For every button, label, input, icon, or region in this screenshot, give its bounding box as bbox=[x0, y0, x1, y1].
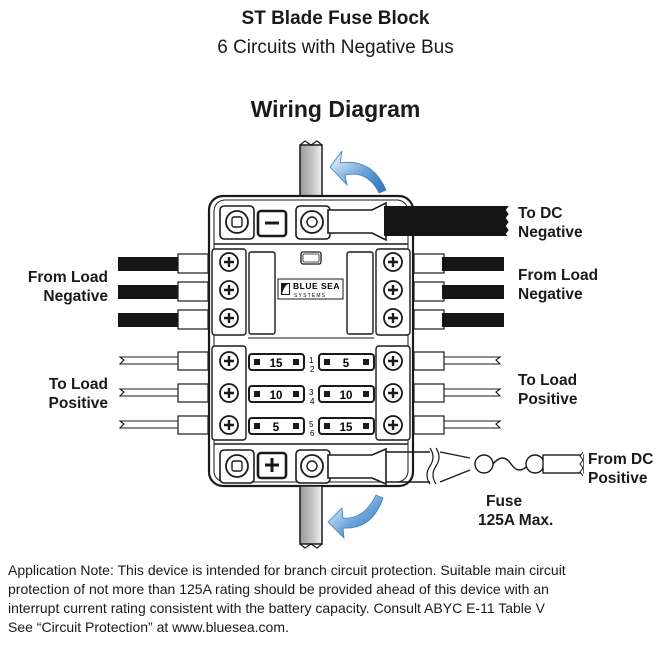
screw-icon bbox=[219, 415, 239, 435]
fuse-rating-4: 10 bbox=[340, 390, 353, 402]
bottom-rotate-arrow bbox=[327, 494, 384, 540]
page-title: ST Blade Fuse Block bbox=[241, 8, 430, 29]
note-line: Application Note: This device is intende… bbox=[8, 562, 566, 578]
negative-terminal-stud bbox=[219, 205, 331, 240]
inline-fuse-link bbox=[492, 457, 530, 471]
note-line: See “Circuit Protection” at www.bluesea.… bbox=[8, 619, 289, 635]
dc-negative-cable bbox=[327, 201, 512, 242]
label-to-load-positive-left: To Load Positive bbox=[48, 376, 108, 412]
blade-fuse-2: 5 2 bbox=[310, 353, 375, 374]
screw-icon bbox=[219, 280, 239, 300]
fuse-number-1: 1 bbox=[309, 356, 314, 365]
fuse-rating-6: 15 bbox=[340, 422, 353, 434]
positive-load-terminals bbox=[118, 345, 502, 441]
positive-terminal-stud bbox=[219, 449, 331, 484]
blade-fuse-3: 10 3 bbox=[248, 385, 314, 403]
screw-icon bbox=[383, 351, 403, 371]
screw-icon bbox=[219, 383, 239, 403]
fuse-number-5: 5 bbox=[309, 420, 314, 429]
top-supply-wire bbox=[299, 140, 323, 202]
fuse-number-6: 6 bbox=[310, 429, 315, 438]
top-rotate-arrow bbox=[329, 150, 387, 194]
screw-icon bbox=[383, 252, 403, 272]
note-line: protection of not more than 125A rating … bbox=[8, 581, 549, 597]
fuse-number-3: 3 bbox=[309, 388, 314, 397]
brand-logo bbox=[277, 278, 344, 300]
application-note: Application Note: This device is intende… bbox=[8, 561, 664, 637]
blade-fuse-4: 10 4 bbox=[310, 385, 375, 406]
screw-icon bbox=[219, 351, 239, 371]
screw-icon bbox=[219, 308, 239, 328]
page-subtitle: 6 Circuits with Negative Bus bbox=[217, 37, 454, 58]
fuse-rating-3: 10 bbox=[270, 390, 283, 402]
label-from-dc-positive: From DC Positive bbox=[588, 451, 654, 487]
inline-fuse-right bbox=[525, 454, 545, 474]
fuse-number-4: 4 bbox=[310, 397, 315, 406]
brand-logo-line1: BLUE SEA bbox=[293, 281, 340, 291]
terminal-screws bbox=[219, 252, 403, 435]
label-to-dc-negative: To DC Negative bbox=[518, 205, 583, 241]
screw-icon bbox=[383, 383, 403, 403]
dc-positive-cable bbox=[327, 447, 584, 486]
inline-fuse-left bbox=[474, 454, 494, 474]
label-from-load-negative-right: From Load Negative bbox=[518, 267, 599, 303]
label-fuse-rating: Fuse 125A Max. bbox=[478, 493, 554, 529]
fuse-rating-5: 5 bbox=[273, 422, 280, 434]
screw-icon bbox=[219, 252, 239, 272]
screw-icon bbox=[383, 280, 403, 300]
label-from-load-negative-left: From Load Negative bbox=[27, 269, 108, 305]
wiring-diagram: 15 1 5 2 10 3 10 4 5 5 15 6 BLUE SEA SYS bbox=[118, 140, 584, 549]
screw-icon bbox=[383, 308, 403, 328]
fuse-number-2: 2 bbox=[310, 365, 315, 374]
blade-fuse-6: 15 6 bbox=[310, 417, 375, 438]
fuse-rating-1: 15 bbox=[270, 358, 283, 370]
note-line: interrupt current rating consistent with… bbox=[8, 600, 545, 616]
blade-fuse-1: 15 1 bbox=[248, 353, 314, 371]
blade-fuse-5: 5 5 bbox=[248, 417, 314, 435]
brand-logo-line2: SYSTEMS bbox=[294, 293, 326, 299]
bottom-supply-wire bbox=[299, 485, 323, 549]
fuse-rating-2: 5 bbox=[343, 358, 350, 370]
fuse-block-body bbox=[207, 194, 415, 488]
label-to-load-positive-right: To Load Positive bbox=[518, 372, 578, 408]
screw-icon bbox=[383, 415, 403, 435]
section-title: Wiring Diagram bbox=[250, 96, 421, 122]
